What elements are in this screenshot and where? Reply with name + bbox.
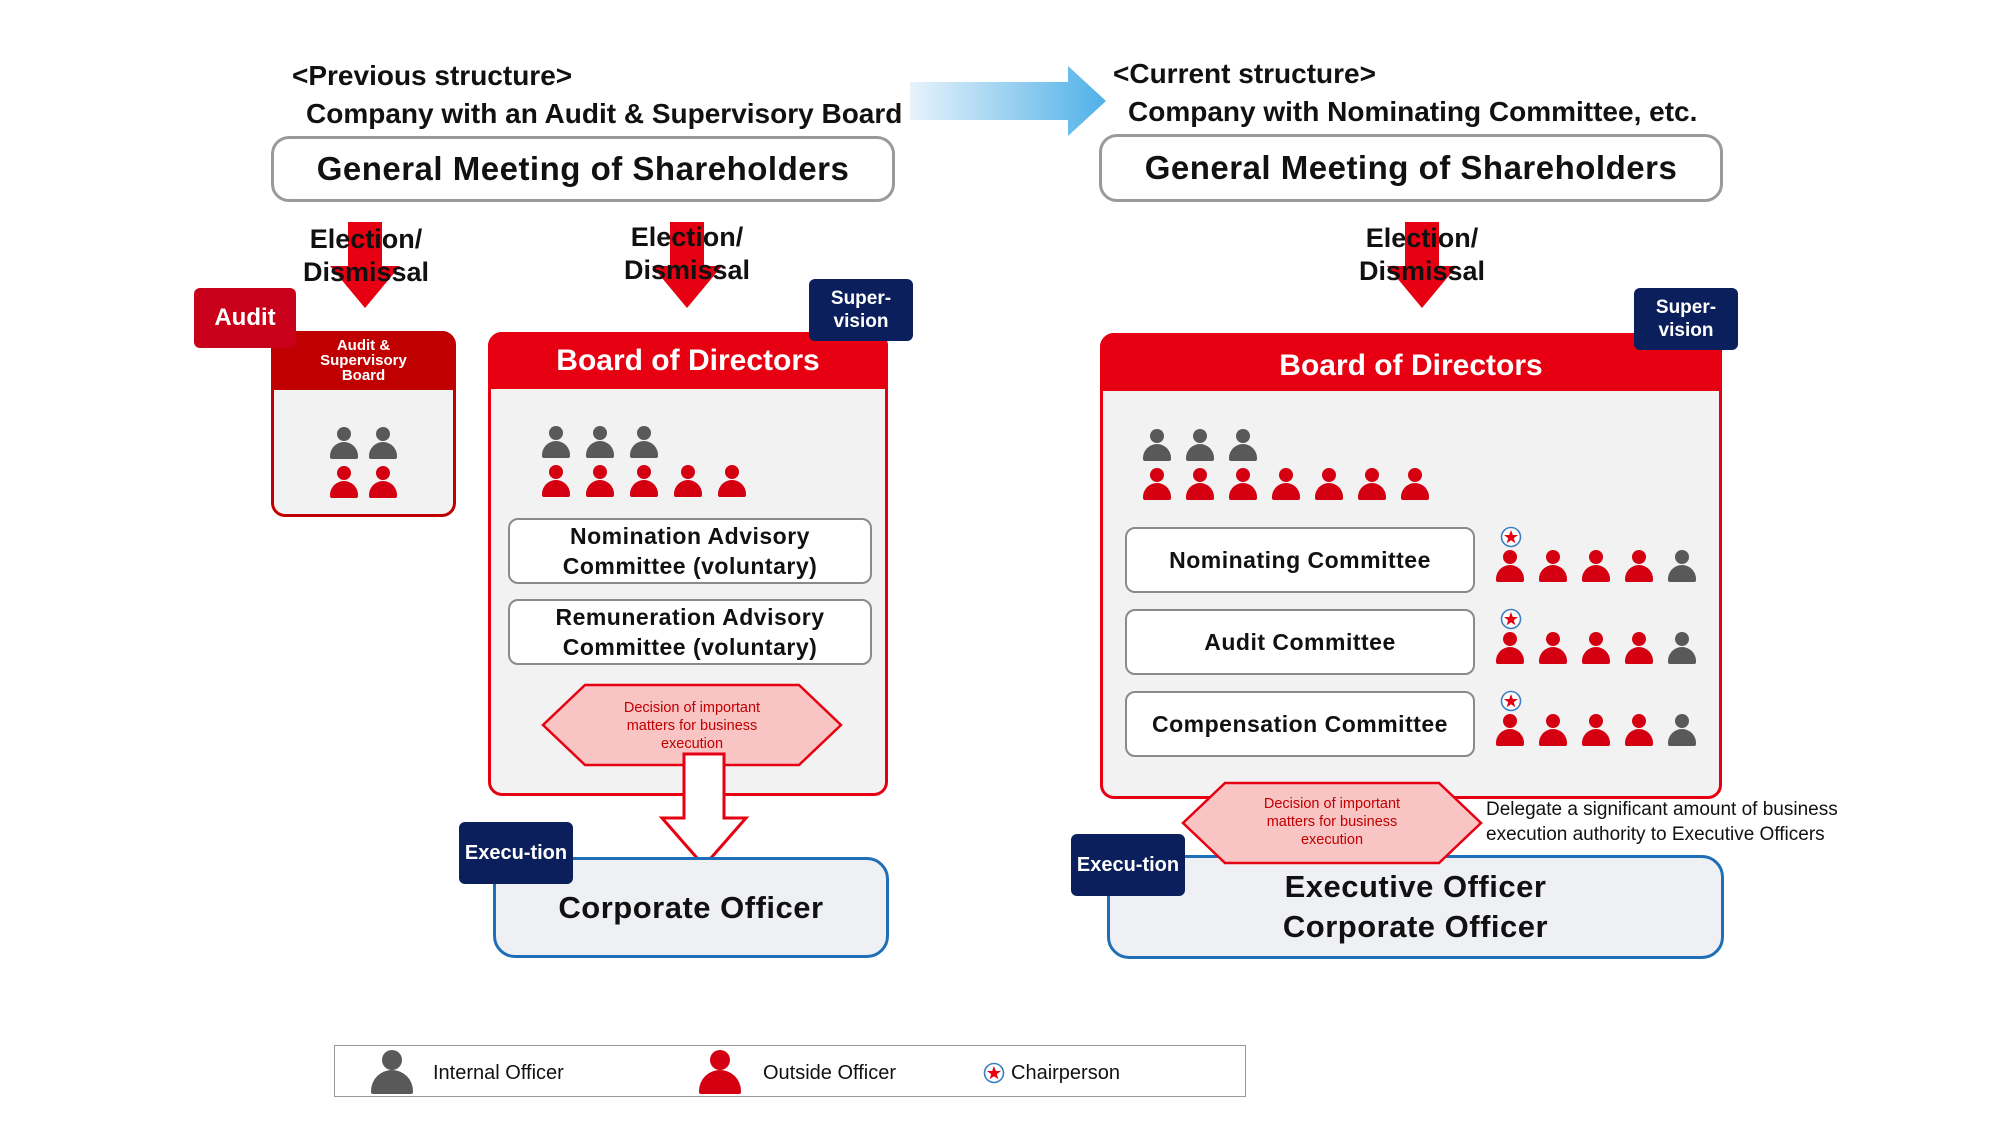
outside-officer-icon [717, 465, 747, 499]
outside-officer-icon [368, 466, 398, 500]
previous-election-arrow-left [330, 222, 400, 308]
delegate-authority-note: Delegate a significant amount of busines… [1486, 799, 1838, 845]
nominating-committee-members [1490, 526, 1710, 586]
compensation-committee-members [1490, 690, 1710, 750]
previous-structure-subtitle: Company with an Audit & Supervisory Boar… [306, 98, 903, 129]
internal-officer-icon [1667, 550, 1697, 584]
execution-down-arrow [658, 752, 750, 868]
previous-election-arrow-right [652, 222, 722, 308]
outside-officer-icon [1314, 468, 1344, 502]
chairperson-star-icon [1500, 608, 1522, 630]
outside-officer-icon [1271, 468, 1301, 502]
current-execution-tag: Execu-tion [1071, 834, 1185, 896]
outside-officer-icon [1581, 632, 1611, 666]
current-structure-subtitle: Company with Nominating Committee, etc. [1128, 96, 1698, 127]
executive-officer-label: Executive Officer [1284, 869, 1547, 904]
legend-chair-label: Chairperson [1011, 1062, 1120, 1084]
corporate-officer-label: Corporate Officer [1282, 909, 1549, 944]
current-election-label: Election/ Dismissal [1358, 223, 1486, 286]
outside-officer-icon [585, 465, 615, 499]
internal-officer-icon [329, 427, 359, 461]
previous-election-label-right: Election/ Dismissal [623, 222, 751, 285]
previous-election-label-left: Election/ Dismissal [302, 224, 430, 287]
internal-officer-icon [368, 427, 398, 461]
remuneration-advisory-committee-box: Remuneration Advisory Committee (volunta… [508, 599, 872, 665]
previous-general-meeting-box: General Meeting of Shareholders [271, 136, 895, 202]
outside-officer-icon [1538, 550, 1568, 584]
current-structure-title: <Current structure> [1113, 58, 1376, 89]
internal-officer-icon [1667, 714, 1697, 748]
chairperson-star-icon [1500, 690, 1522, 712]
outside-officer-icon [629, 465, 659, 499]
audit-committee-box: Audit Committee [1125, 609, 1475, 675]
internal-officer-icon [1142, 429, 1172, 463]
outside-officer-icon [1228, 468, 1258, 502]
audit-supervisory-board-title: Audit & Supervisory Board [271, 331, 456, 390]
outside-officer-icon [1538, 714, 1568, 748]
current-decision-text: Decision of important matters for busine… [1263, 796, 1401, 848]
previous-supervision-tag: Super-vision [809, 279, 913, 341]
outside-officer-icon [1142, 468, 1172, 502]
outside-officer-icon [1581, 714, 1611, 748]
outside-officer-icon [1538, 632, 1568, 666]
previous-decision-hexagon [541, 683, 843, 767]
internal-officer-icon [585, 426, 615, 460]
outside-officer-icon [1624, 550, 1654, 584]
outside-officer-icon [1624, 632, 1654, 666]
legend: Internal Officer Outside Officer Chairpe… [334, 1045, 1246, 1097]
current-general-meeting-box: General Meeting of Shareholders [1099, 134, 1723, 202]
outside-officer-icon [541, 465, 571, 499]
outside-officer-icon [329, 466, 359, 500]
outside-officer-icon [1185, 468, 1215, 502]
internal-officer-icon [1667, 632, 1697, 666]
chairperson-star-icon [1500, 526, 1522, 548]
audit-supervisory-board-box: Audit & Supervisory Board [271, 331, 456, 517]
legend-internal-label: Internal Officer [433, 1062, 564, 1084]
audit-committee-members [1490, 608, 1710, 668]
internal-officer-icon [1185, 429, 1215, 463]
outside-officer-icon [1357, 468, 1387, 502]
outside-officer-icon [1400, 468, 1430, 502]
nomination-advisory-committee-box: Nomination Advisory Committee (voluntary… [508, 518, 872, 584]
previous-structure-title: <Previous structure> [292, 60, 573, 91]
current-decision-hexagon [1181, 781, 1483, 865]
outside-officer-icon [1495, 714, 1525, 748]
transition-arrow [910, 66, 1106, 136]
outside-officer-icon [1581, 550, 1611, 584]
previous-execution-tag: Execu-tion [459, 822, 573, 884]
outside-officer-icon [673, 465, 703, 499]
legend-outside-officer-icon [699, 1050, 741, 1096]
current-board-title: Board of Directors [1100, 333, 1722, 391]
outside-officer-icon [1495, 632, 1525, 666]
previous-decision-text: Decision of important matters for busine… [623, 700, 761, 752]
compensation-committee-box: Compensation Committee [1125, 691, 1475, 757]
internal-officer-icon [629, 426, 659, 460]
audit-tag: Audit [194, 288, 296, 348]
previous-board-title: Board of Directors [488, 332, 888, 389]
legend-outside-label: Outside Officer [763, 1062, 897, 1084]
outside-officer-icon [1624, 714, 1654, 748]
legend-internal-officer-icon [371, 1050, 413, 1096]
previous-corporate-officer-box: Corporate Officer [493, 857, 889, 958]
current-officer-box: Executive Officer Corporate Officer [1107, 855, 1724, 959]
nominating-committee-box: Nominating Committee [1125, 527, 1475, 593]
current-supervision-tag: Super-vision [1634, 288, 1738, 350]
legend-chairperson-star-icon [983, 1062, 1005, 1084]
internal-officer-icon [1228, 429, 1258, 463]
internal-officer-icon [541, 426, 571, 460]
current-election-arrow [1387, 222, 1457, 308]
outside-officer-icon [1495, 550, 1525, 584]
